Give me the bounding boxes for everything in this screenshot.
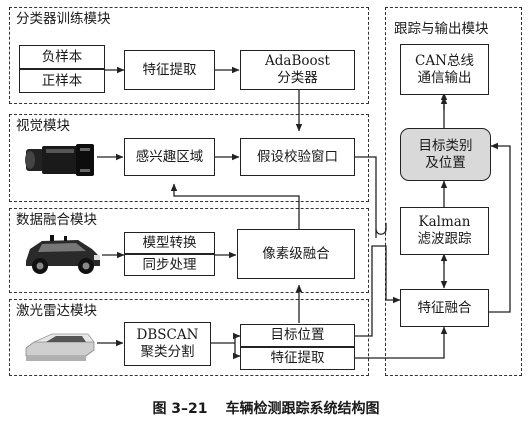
- feature-extraction-bottom-label: 特征提取: [270, 350, 325, 366]
- feature-fusion-box: 特征融合: [400, 289, 489, 327]
- can-line-1: CAN总线: [415, 52, 474, 69]
- feature-fusion-label: 特征融合: [417, 299, 472, 316]
- roi-box: 感兴趣区域: [124, 138, 215, 176]
- tracking-module-title: 跟踪与输出模块: [394, 21, 489, 37]
- figure-title: 车辆检测跟踪系统结构图: [225, 401, 380, 417]
- pixel-fusion-label: 像素级融合: [262, 245, 330, 262]
- pixel-fusion-box: 像素级融合: [237, 229, 355, 279]
- roi-label: 感兴趣区域: [135, 148, 204, 165]
- can-output-box: CAN总线 通信输出: [400, 44, 489, 95]
- can-line-2: 通信输出: [417, 69, 472, 86]
- tracking-module: 跟踪与输出模块: [385, 7, 522, 376]
- lidar-module-title: 激光雷达模块: [16, 303, 97, 319]
- kalman-tracking-box: Kalman 滤波跟踪: [400, 207, 489, 255]
- adaboost-line-2: 分类器: [277, 70, 318, 86]
- vision-module-title: 视觉模块: [16, 118, 70, 134]
- camera-icon: [25, 144, 94, 176]
- positive-sample-box: 正样本: [19, 69, 105, 93]
- dbscan-line-1: DBSCAN: [136, 327, 199, 343]
- fusion-module-title: 数据融合模块: [16, 212, 97, 228]
- feature-extraction-top-box: 特征提取: [124, 50, 215, 90]
- figure-caption: 图 3–21 车辆检测跟踪系统结构图: [0, 398, 532, 418]
- adaboost-line-1: AdaBoost: [265, 53, 330, 69]
- target-class-line-1: 目标类别: [418, 137, 473, 154]
- kalman-line-1: Kalman: [418, 214, 471, 230]
- feature-extraction-bottom-box: 特征提取: [240, 347, 355, 370]
- vehicle-icon: [26, 235, 100, 274]
- lidar-module: 激光雷达模块: [9, 299, 369, 376]
- target-class-line-2: 及位置: [425, 154, 466, 171]
- negative-sample-box: 负样本: [19, 45, 105, 69]
- sync-processing-box: 同步处理: [124, 254, 215, 276]
- target-class-position-box: 目标类别 及位置: [400, 128, 491, 181]
- hypothesis-window-box: 假设校验窗口: [240, 138, 355, 176]
- dbscan-line-2: 聚类分割: [140, 344, 195, 360]
- dbscan-box: DBSCAN 聚类分割: [124, 322, 211, 366]
- model-conversion-box: 模型转换: [124, 232, 215, 254]
- fusion-module: 数据融合模块: [9, 208, 369, 293]
- sync-processing-label: 同步处理: [142, 256, 197, 273]
- positive-sample-label: 正样本: [41, 72, 83, 89]
- adaboost-classifier-box: AdaBoost 分类器: [240, 50, 355, 90]
- feature-extraction-top-label: 特征提取: [142, 61, 197, 78]
- hypothesis-window-label: 假设校验窗口: [257, 148, 338, 165]
- target-position-box: 目标位置: [240, 324, 355, 347]
- classifier-module: 分类器训练模块: [9, 7, 369, 104]
- model-conversion-label: 模型转换: [142, 234, 197, 251]
- target-position-label: 目标位置: [270, 327, 325, 343]
- lidar-sensor-icon: [25, 333, 95, 361]
- classifier-module-title: 分类器训练模块: [16, 11, 111, 27]
- kalman-line-2: 滤波跟踪: [417, 231, 472, 247]
- figure-number: 图 3–21: [152, 401, 208, 417]
- vision-module: 视觉模块: [9, 114, 369, 202]
- negative-sample-label: 负样本: [41, 48, 83, 65]
